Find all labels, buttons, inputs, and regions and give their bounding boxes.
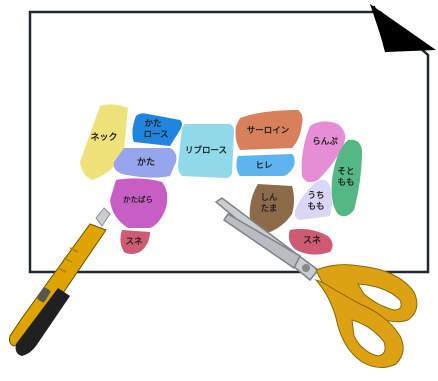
cut-sune-front-label: スネ [125,236,143,247]
cut-ribloin[interactable]: リブロース [178,124,234,178]
folded-corner-icon [370,4,436,52]
cutter-blade [95,207,111,227]
cut-sune-front[interactable]: スネ [120,230,150,254]
cut-neck-label: ネック [90,132,117,143]
cut-ranpu-label: らんぷ [312,137,338,147]
cut-hire-label: ヒレ [255,161,272,171]
folded-corner-edge [373,5,387,53]
cut-sirloin[interactable]: サーロイン [235,110,303,150]
cut-sotomomo[interactable]: そと もも [331,139,362,217]
scissors-pivot [302,264,310,272]
cut-kata[interactable]: かた [113,148,177,178]
cut-uchimomo-label-2: もも [307,202,324,212]
cut-sune-back-label: スネ [303,235,321,246]
scissors-blade-bottom [222,212,301,270]
cut-ribloin-label: リブロース [185,145,227,156]
cut-kataabara-label: かたばら [123,194,153,204]
cutter-slider [37,287,51,303]
cut-shintama-label-1: しん [260,193,278,203]
cut-sotomomo-label-1: そと [337,167,354,177]
beef-cuts-diagram: ネック かた ロース かた かたばら スネ リブロース [80,104,362,255]
cut-sotomomo-label-2: もも [337,178,354,188]
cut-kata-label: かた [137,157,155,168]
cut-hire[interactable]: ヒレ [236,154,295,176]
cut-kata-loin[interactable]: かた ロース [132,113,182,146]
cutter-ridges [57,247,79,273]
cut-kata-loin-label-1: かた [144,118,161,129]
cut-shintama[interactable]: しん たま [249,184,294,232]
cut-sirloin-label: サーロイン [247,126,290,136]
cut-shintama-label-2: たま [261,203,278,214]
cut-uchimomo-label-1: うち [307,191,324,201]
cut-uchimomo[interactable]: うち もも [294,179,332,220]
cutter-grip [15,288,71,356]
cut-kata-loin-label-2: ロース [143,130,168,140]
cut-sune-back[interactable]: スネ [288,228,333,255]
scissors-icon [214,197,418,368]
utility-knife-icon [9,207,111,356]
cut-kataabara[interactable]: かたばら [110,178,168,228]
scissors-handle-lower [314,278,404,368]
cut-ranpu[interactable]: らんぷ [301,121,346,183]
